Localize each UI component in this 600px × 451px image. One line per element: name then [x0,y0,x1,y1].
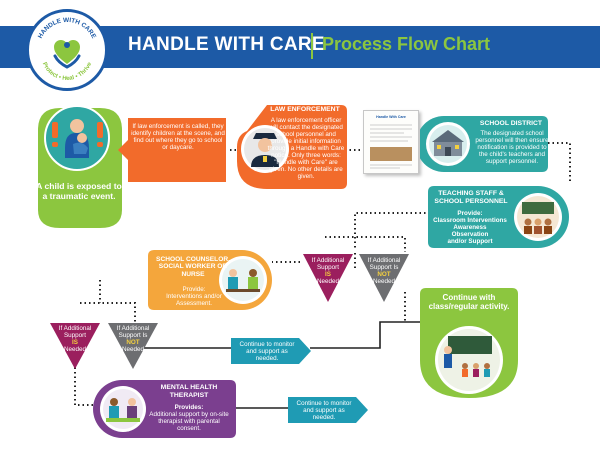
monitor-text-2: Continue to monitor and support as neede… [296,400,352,422]
law-enforcement-text: A law enforcement officer will contact t… [267,117,345,181]
decision-pair-1 [303,254,409,302]
school-district-text: The designated school personnel will the… [475,130,549,166]
law-enforcement-node [237,105,347,189]
document-icon [370,124,412,169]
header-divider [311,33,313,59]
decision-not-needed-1 [359,254,409,302]
continue-class-text: Continue with class/regular activity. [428,293,510,311]
counselor-node [148,250,272,310]
school-district-node [420,116,548,172]
teaching-staff-item: Observation [451,231,489,238]
logo-heart-hands-icon: HANDLE WITH CARE Protect • Heal • Thrive [37,17,98,82]
teaching-staff-item: and/or Support [447,238,493,245]
class-activity-icon [438,329,500,391]
law-note-text: If law enforcement is called, they ident… [131,123,225,152]
decision-not-needed-2 [108,323,158,369]
counselor-lead: Provide: [182,286,206,293]
start-text: A child is exposed to a traumatic event. [36,181,122,201]
teaching-staff-item: Classroom Interventions [433,217,507,224]
monitor-text-1: Continue to monitor and support as neede… [239,341,295,363]
counselor-title: SCHOOL COUNSELOR, SOCIAL WORKER OR NURSE [156,256,230,278]
classroom-icon [517,196,559,238]
page-subtitle: Process Flow Chart [322,34,491,54]
continue-class-node [420,288,518,398]
law-enforcement-title: LAW ENFORCEMENT [270,106,340,113]
monitor-arrow-2 [288,397,368,423]
school-district-title: SCHOOL DISTRICT [479,120,543,127]
decision-pair-2 [50,323,158,369]
therapist-lead: Provides: [174,404,204,411]
teaching-staff-lead: Provide: [457,210,483,217]
decision-is-needed-1 [303,254,353,302]
teaching-staff-node [428,186,569,248]
child-trauma-icon [52,119,103,158]
police-officer-icon [244,128,286,170]
teaching-staff-item: Awareness [453,224,487,231]
counselor-text: Interventions and/or Assessment. [166,293,222,308]
decision-is-needed-2 [50,323,100,369]
therapist-icon [103,389,143,429]
monitor-arrow-1 [231,338,311,364]
therapist-title: MENTAL HEALTH THERAPIST [160,384,218,399]
document-title: Handle With Care [376,115,406,119]
teaching-staff-title: TEACHING STAFF & SCHOOL PERSONNEL [434,190,508,205]
logo: HANDLE WITH CARE Protect • Heal • Thrive [26,9,108,91]
counselor-icon [222,259,264,301]
therapist-node [93,380,236,438]
therapist-text: Additional support by on-site therapist … [149,411,229,433]
school-building-icon [429,125,467,163]
page-title: HANDLE WITH CARE [128,34,325,55]
start-node [38,105,122,228]
handle-with-care-notice-document: Handle With Care [363,110,419,174]
law-note-box [118,118,226,182]
